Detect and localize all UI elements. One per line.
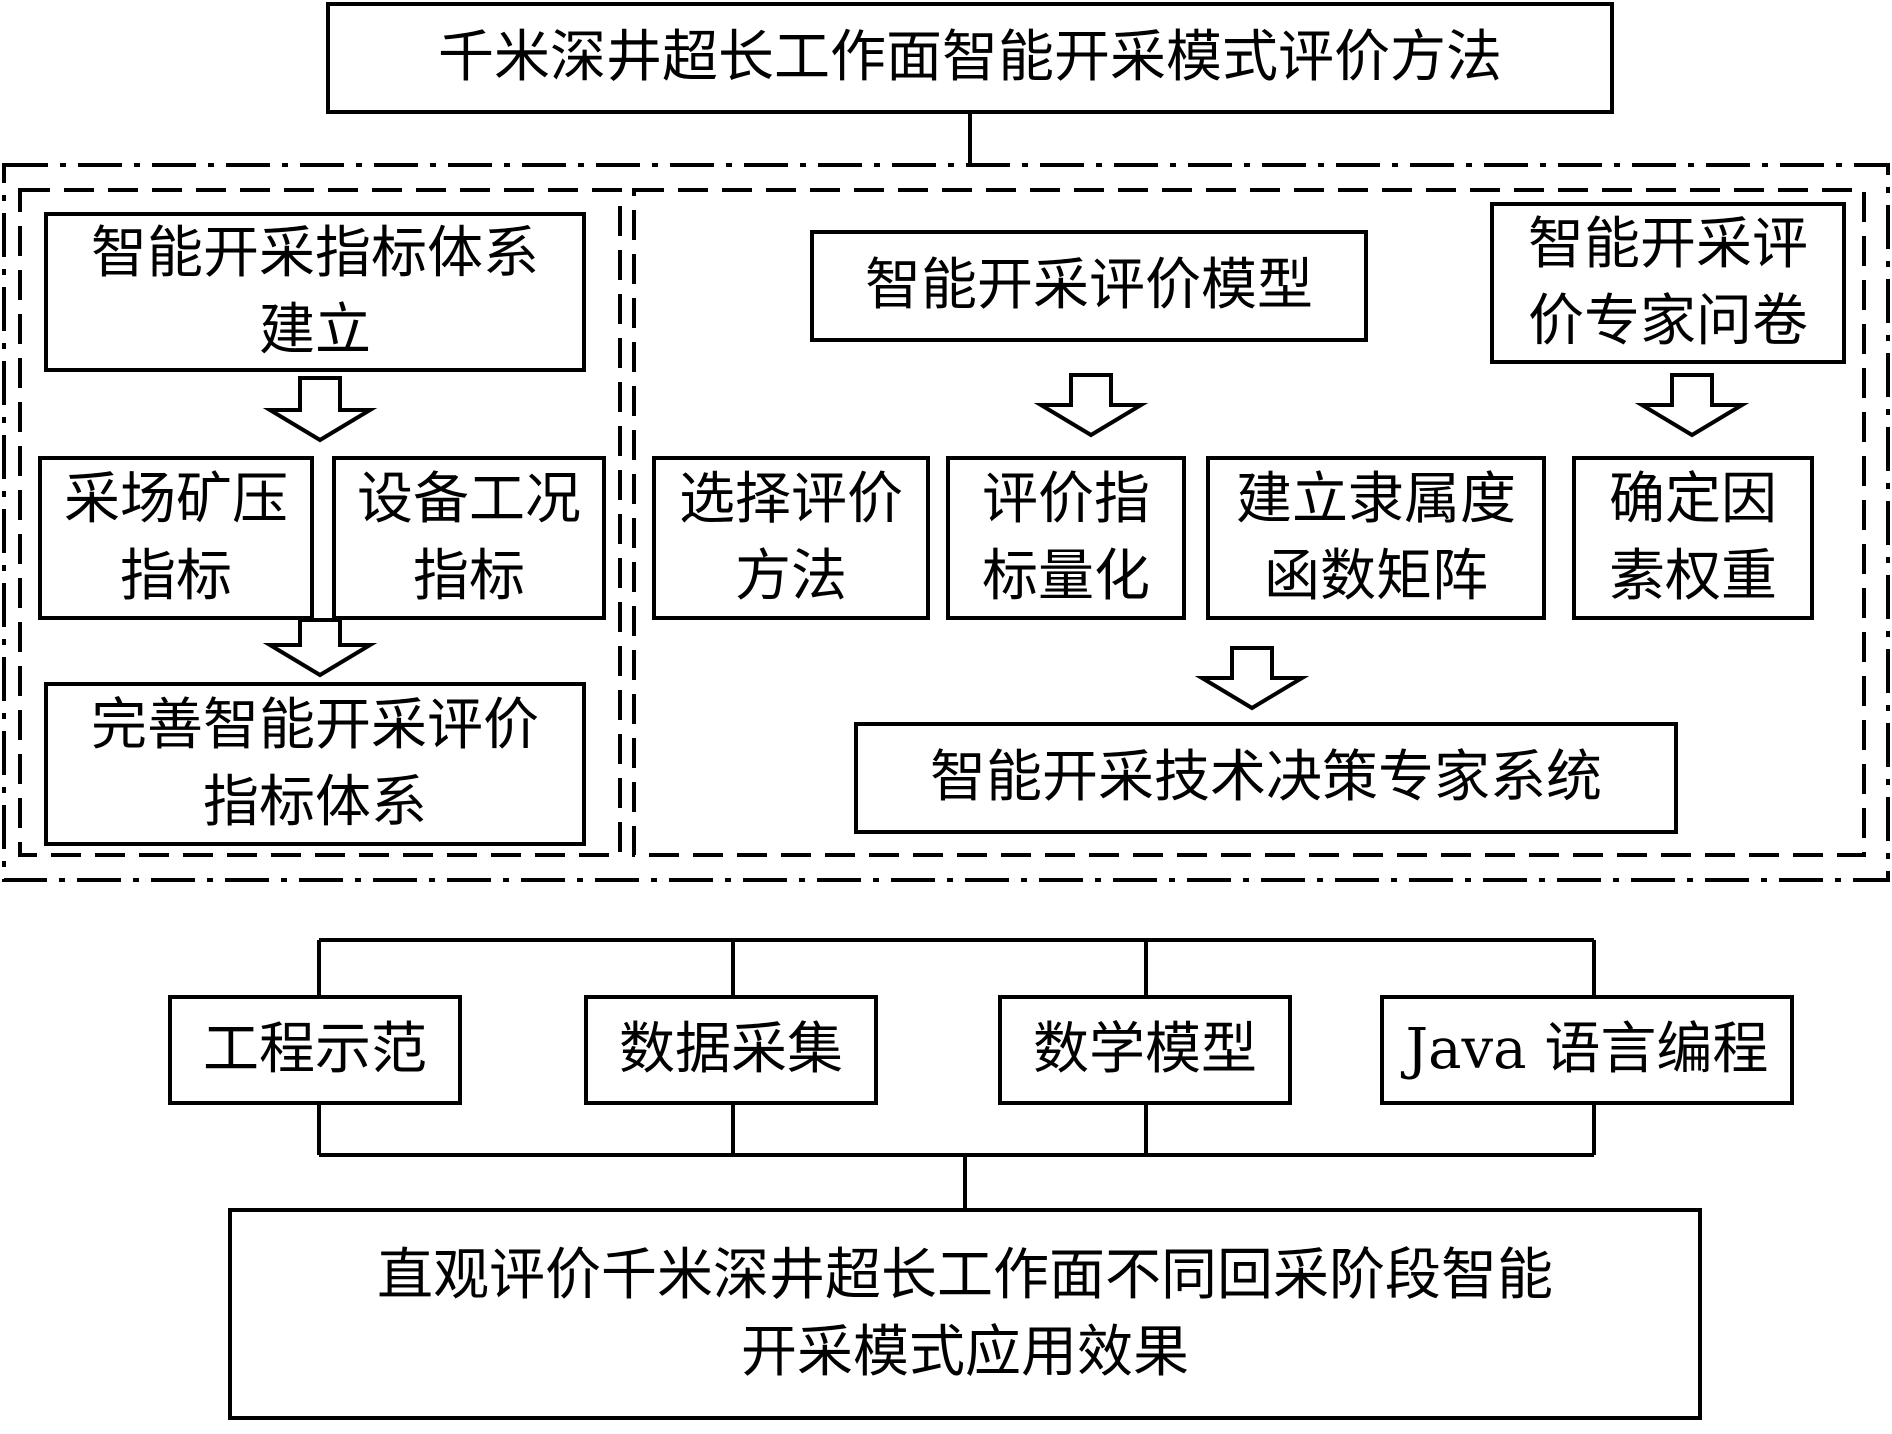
arrow-down-icon [1634,373,1750,438]
quantify-index-box: 评价指 标量化 [946,456,1186,620]
membership-matrix-box: 建立隶属度 函数矩阵 [1206,456,1546,620]
arrow-down-icon [1033,373,1149,438]
expert-questionnaire-box: 智能开采评 价专家问卷 [1490,202,1846,364]
equipment-condition-box: 设备工况 指标 [332,456,606,620]
support-box-engineering-demo: 工程示范 [168,995,462,1105]
support-box-java-programming: Java 语言编程 [1380,995,1794,1105]
support-box-data-collection: 数据采集 [584,995,878,1105]
index-system-box: 智能开采指标体系 建立 [44,212,586,372]
select-method-box: 选择评价 方法 [652,456,930,620]
outer-dashdot-frame [2,163,1890,882]
diagram-title: 千米深井超长工作面智能开采模式评价方法 [326,2,1614,114]
result-box: 直观评价千米深井超长工作面不同回采阶段智能 开采模式应用效果 [228,1208,1702,1420]
improve-index-system-box: 完善智能开采评价 指标体系 [44,682,586,846]
left-dashed-panel [18,188,622,857]
support-box-math-model: 数学模型 [998,995,1292,1105]
right-dashed-panel [632,188,1866,857]
arrow-down-icon [1194,646,1310,711]
arrow-down-icon [262,618,378,678]
expert-system-box: 智能开采技术决策专家系统 [854,722,1678,834]
eval-model-box: 智能开采评价模型 [810,230,1368,342]
stope-pressure-box: 采场矿压 指标 [38,456,314,620]
factor-weights-box: 确定因 素权重 [1572,456,1814,620]
arrow-down-icon [262,376,378,443]
